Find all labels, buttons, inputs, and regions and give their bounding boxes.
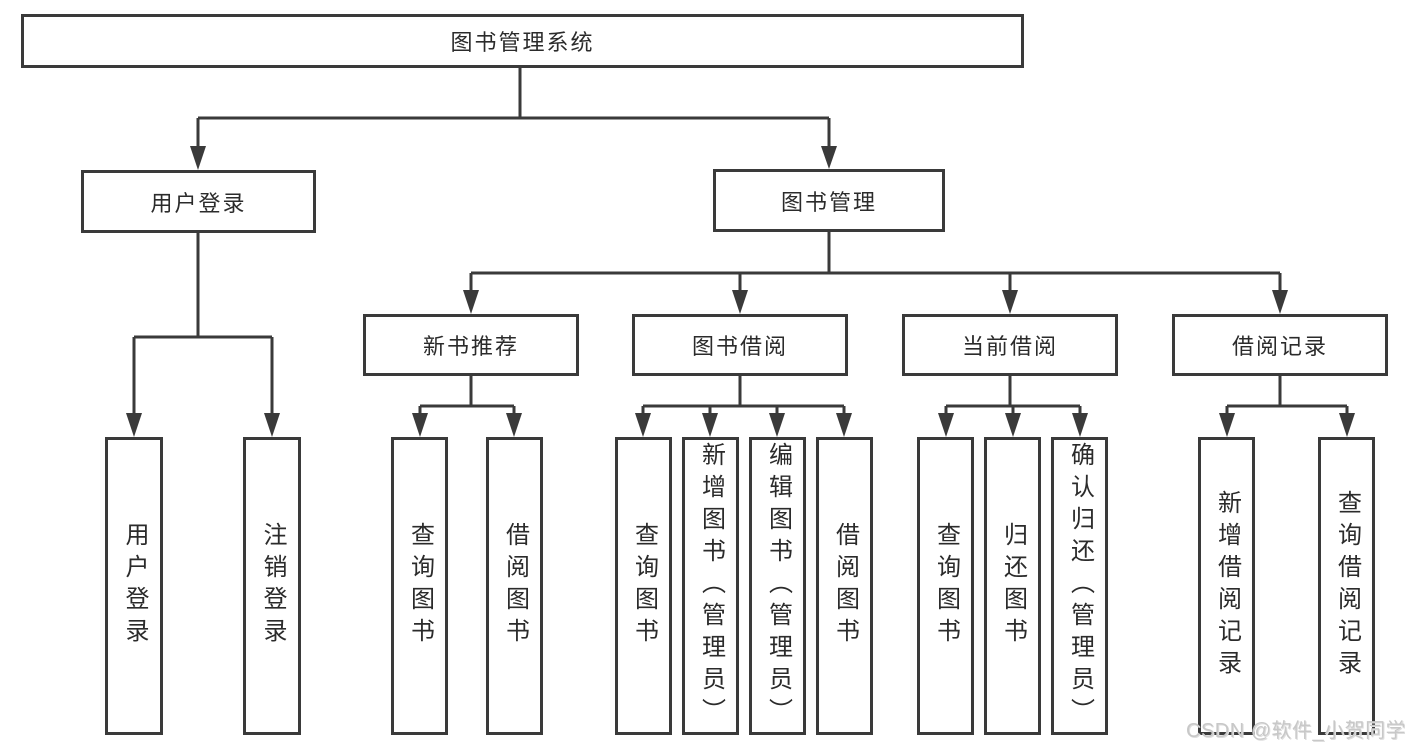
node-add-books-admin: 新增图书（管理员） (682, 437, 739, 735)
node-user-login: 用户登录 (81, 170, 316, 233)
csdn-watermark: CSDN @软件_小贺同学 (1186, 720, 1405, 742)
node-user-login-leaf: 用户登录 (105, 437, 163, 735)
node-return-books: 归还图书 (984, 437, 1041, 735)
node-new-book-recommendation: 新书推荐 (363, 314, 579, 376)
node-borrow-books-borrowing: 借阅图书 (816, 437, 873, 735)
node-borrowing-records: 借阅记录 (1172, 314, 1388, 376)
node-confirm-return-admin: 确认归还（管理员） (1051, 437, 1108, 735)
node-library-management-system: 图书管理系统 (21, 14, 1024, 68)
node-query-books-recommend: 查询图书 (391, 437, 448, 735)
node-query-books-borrowing: 查询图书 (615, 437, 672, 735)
node-borrow-books-recommend: 借阅图书 (486, 437, 543, 735)
node-query-books-current: 查询图书 (917, 437, 974, 735)
node-query-borrow-record: 查询借阅记录 (1318, 437, 1375, 735)
node-book-borrowing: 图书借阅 (632, 314, 848, 376)
node-edit-books-admin: 编辑图书（管理员） (749, 437, 806, 735)
node-add-borrow-record: 新增借阅记录 (1198, 437, 1255, 735)
node-logout: 注销登录 (243, 437, 301, 735)
node-book-management: 图书管理 (713, 169, 945, 232)
node-current-borrowing: 当前借阅 (902, 314, 1118, 376)
